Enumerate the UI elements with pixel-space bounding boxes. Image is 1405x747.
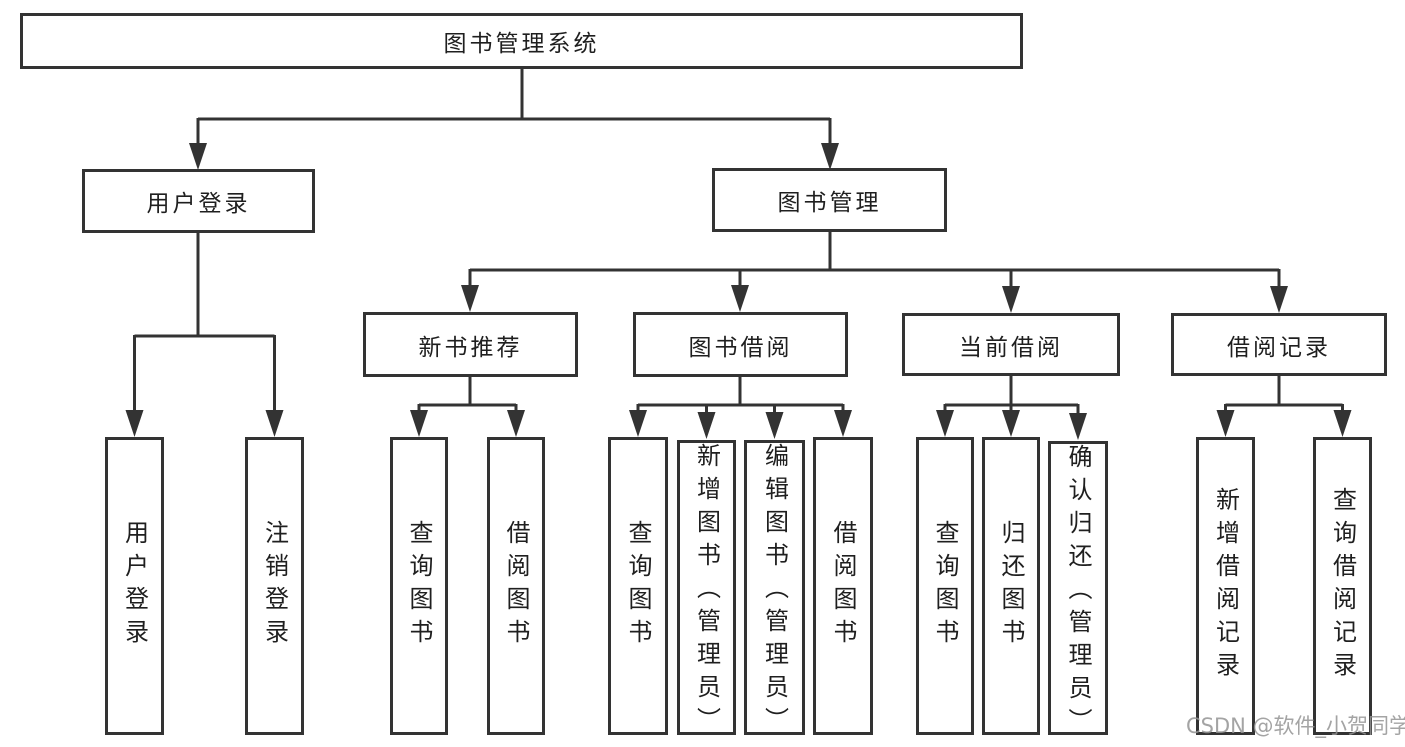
node-root-label: 图书管理系统 — [443, 31, 600, 57]
node-book-borrow-label: 图书借阅 — [688, 334, 793, 361]
leaf-borrow-book: 借阅图书 — [813, 437, 873, 735]
leaf-return-book: 归还图书 — [982, 437, 1040, 735]
node-borrow-record-label: 借阅记录 — [1227, 334, 1331, 361]
leaf-borrow-book-label: 借阅图书 — [829, 520, 857, 652]
leaf-newbook-query: 查询图书 — [390, 437, 448, 735]
leaf-borrow-edit-book: 编辑图书（管理员） — [744, 440, 805, 740]
leaf-borrow-add-book: 新增图书（管理员） — [677, 440, 736, 740]
leaf-newbook-borrow-label: 借阅图书 — [502, 520, 530, 652]
leaf-current-query-label: 查询图书 — [931, 520, 959, 652]
node-borrow-record: 借阅记录 — [1171, 313, 1387, 376]
leaf-return-book-label: 归还图书 — [997, 520, 1025, 652]
leaf-borrow-add-book-label: 新增图书（管理员） — [692, 443, 721, 740]
csdn-watermark: CSDN @软件_小贺同学 — [1186, 714, 1405, 738]
leaf-borrow-edit-book-label: 编辑图书（管理员） — [760, 443, 789, 740]
leaf-borrow-query-label: 查询图书 — [624, 520, 652, 652]
node-book-borrow: 图书借阅 — [633, 312, 848, 377]
leaf-logout: 注销登录 — [245, 437, 304, 735]
leaf-newbook-borrow: 借阅图书 — [487, 437, 545, 735]
leaf-current-query: 查询图书 — [916, 437, 974, 735]
leaf-query-borrow-record-label: 查询借阅记录 — [1328, 487, 1357, 685]
leaf-add-borrow-record: 新增借阅记录 — [1196, 437, 1255, 735]
node-book-management-label: 图书管理 — [777, 190, 882, 216]
leaf-logout-label: 注销登录 — [260, 520, 289, 652]
node-new-book-recommend: 新书推荐 — [363, 312, 578, 377]
node-current-borrow-label: 当前借阅 — [959, 334, 1063, 361]
leaf-user-login-label: 用户登录 — [120, 520, 149, 652]
arrowheads — [125, 143, 1352, 440]
node-book-management: 图书管理 — [712, 168, 947, 232]
node-user-login-label: 用户登录 — [146, 191, 251, 217]
node-new-book-recommend-label: 新书推荐 — [418, 334, 523, 361]
leaf-confirm-return: 确认归还（管理员） — [1048, 441, 1108, 741]
leaf-newbook-query-label: 查询图书 — [405, 520, 433, 652]
leaf-confirm-return-label: 确认归还（管理员） — [1064, 444, 1092, 741]
node-current-borrow: 当前借阅 — [902, 313, 1120, 376]
node-root: 图书管理系统 — [20, 13, 1023, 69]
leaf-borrow-query: 查询图书 — [608, 437, 668, 735]
leaf-user-login: 用户登录 — [105, 437, 164, 735]
leaf-query-borrow-record: 查询借阅记录 — [1313, 437, 1372, 735]
leaf-add-borrow-record-label: 新增借阅记录 — [1211, 487, 1240, 685]
node-user-login: 用户登录 — [82, 169, 315, 233]
